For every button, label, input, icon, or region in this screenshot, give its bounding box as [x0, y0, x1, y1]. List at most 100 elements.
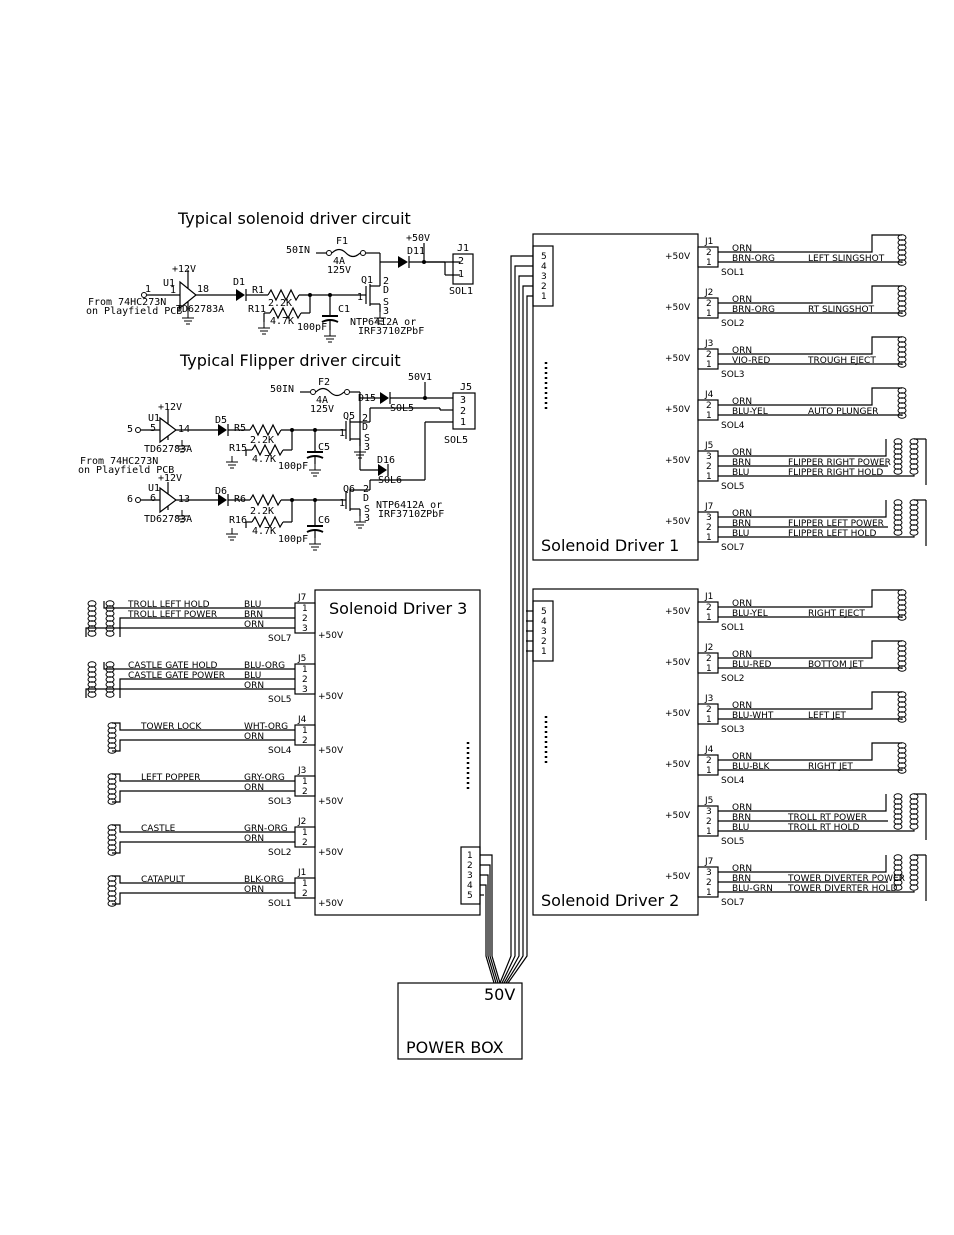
driver1-hdr-pin: 2	[541, 282, 547, 292]
solenoid-driver-1: Solenoid Driver 1 5 4 3 2 1	[532, 233, 699, 561]
wire-color: BLU-YEL	[732, 407, 768, 417]
f1-rating: 4A	[333, 256, 345, 267]
sol-label: SOL2	[268, 848, 292, 858]
supply-label: +50V	[665, 872, 691, 882]
connector-pin: 2	[302, 614, 308, 624]
f2-in-label: 50IN	[270, 384, 294, 395]
connector-label: J3	[704, 339, 713, 349]
q1-s: S	[383, 297, 389, 308]
connector-label: J7	[297, 593, 306, 603]
power-box-voltage: 50V	[484, 985, 515, 1004]
u1b-vcc: +12V	[158, 473, 182, 484]
connector-label: J3	[704, 694, 713, 704]
driver2-hdr-pin: 5	[541, 607, 547, 617]
solenoid-coil-icon	[909, 793, 919, 830]
driver2-title: Solenoid Driver 2	[541, 891, 679, 910]
q6-d: D	[363, 493, 369, 504]
d5-label: D5	[215, 415, 227, 426]
q1-label: Q1	[361, 275, 373, 286]
solenoid-coil-icon	[909, 854, 919, 891]
connector-pin: 2	[706, 705, 712, 715]
wire-color: ORN	[732, 803, 752, 813]
sol1-label: SOL1	[449, 286, 473, 297]
connector-pin: 2	[706, 299, 712, 309]
wire-color: BLU-GRN	[732, 884, 773, 894]
connector-pin: 1	[706, 715, 712, 725]
solenoid-coil-icon	[909, 438, 919, 475]
solenoid-coil-icon	[897, 589, 907, 621]
solenoid-label: LEFT POPPER	[141, 773, 200, 783]
connector-label: J2	[704, 643, 713, 653]
j1-pin2: 2	[458, 256, 464, 267]
f2-label: F2	[318, 377, 330, 388]
connector-label: J5	[704, 441, 713, 451]
supply-label: +50V	[318, 631, 344, 641]
connector-pin: 2	[302, 736, 308, 746]
wire-color: ORN	[732, 701, 752, 711]
wire-color: ORN	[732, 509, 752, 519]
wire-color: ORN	[732, 244, 752, 254]
sol-label: SOL5	[268, 695, 292, 705]
sol-label: SOL4	[268, 746, 292, 756]
solenoid-coil-icon	[107, 824, 117, 856]
j5-pin1: 1	[460, 417, 466, 428]
solenoid-coil-icon	[107, 773, 117, 805]
connector-pin: 3	[706, 513, 712, 523]
sol-label: SOL7	[268, 634, 292, 644]
u1a-in-num: 5	[127, 424, 133, 435]
u1b-part: TD62783A	[144, 514, 192, 525]
power-box-title: POWER BOX	[406, 1038, 504, 1057]
flipper-driver-schematic: Typical Flipper driver circuit 50IN F2 4…	[78, 351, 476, 551]
solenoid-coil-icon	[893, 793, 903, 830]
connector-pin: 1	[302, 726, 308, 736]
solenoid-label: CASTLE GATE HOLD	[128, 661, 218, 671]
supply-label: +50V	[318, 848, 344, 858]
connector-label: J4	[704, 390, 714, 400]
wire-color: ORN	[732, 397, 752, 407]
solenoid-coil-icon	[897, 234, 907, 266]
q1-part-1: NTP6412A or	[350, 317, 416, 328]
connector-pin: 2	[706, 817, 712, 827]
connector-pin: 2	[302, 838, 308, 848]
connector-label: J1	[704, 592, 713, 602]
wire-color: BLU-WHT	[732, 711, 774, 721]
solenoid-coil-icon	[107, 875, 117, 907]
sol-label: SOL4	[721, 421, 745, 431]
connector-pin: 3	[302, 624, 308, 634]
flipper-from-1: From 74HC273N	[80, 456, 158, 467]
supply-label: +50V	[665, 709, 691, 719]
connector-label: J4	[704, 745, 714, 755]
connector-pin: 1	[706, 411, 712, 421]
f1-label: F1	[336, 236, 348, 247]
sol-label: SOL3	[721, 370, 745, 380]
solenoid-coil-icon	[893, 499, 903, 536]
wire-color: BLU	[244, 600, 261, 610]
wire-color: WHT-ORG	[244, 722, 288, 732]
connector-pin: 1	[302, 665, 308, 675]
j1-label: J1	[457, 243, 469, 254]
connector-pin: 3	[706, 452, 712, 462]
sol-label: SOL7	[721, 543, 745, 553]
solenoid-coil-icon	[897, 691, 907, 723]
wire-color: BLU-ORG	[244, 661, 285, 671]
c1-label: C1	[338, 304, 350, 315]
connector-pin: 2	[706, 350, 712, 360]
q5-g-num: 1	[339, 428, 345, 439]
u1a-label: U1	[148, 413, 160, 424]
wire-color: BLU-BLK	[732, 762, 770, 772]
supply-50v-label: +50V	[406, 233, 430, 244]
connector-pin: 1	[706, 766, 712, 776]
connector-pin: 1	[706, 664, 712, 674]
driver3-hdr-pin: 1	[467, 851, 473, 861]
from-label-1: From 74HC273N	[88, 297, 166, 308]
u1-label: U1	[163, 278, 175, 289]
wire-color: BLU	[244, 671, 261, 681]
connector-label: J1	[297, 868, 306, 878]
solenoid-label: TROLL LEFT POWER	[127, 610, 217, 620]
solenoid-label: LEFT JET	[808, 711, 846, 721]
